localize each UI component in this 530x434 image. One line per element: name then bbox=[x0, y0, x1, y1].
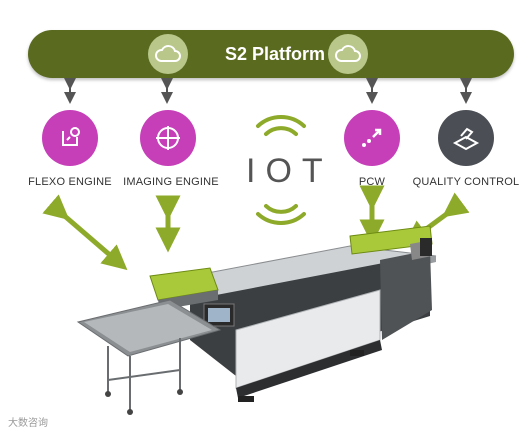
flexo-engine-icon bbox=[42, 110, 98, 166]
imaging-engine-icon bbox=[140, 110, 196, 166]
watermark-text: 大数咨询 bbox=[8, 418, 48, 429]
cloud-icon bbox=[328, 34, 368, 74]
s2-platform-bar bbox=[28, 30, 514, 78]
platform-title: S2 Platform bbox=[224, 44, 326, 64]
iot-label: IOT bbox=[246, 152, 333, 190]
quality-control-icon bbox=[438, 110, 494, 166]
cloud-icon bbox=[148, 34, 188, 74]
pcw-icon bbox=[344, 110, 400, 166]
imaging-engine-label: IMAGING ENGINE bbox=[123, 176, 219, 188]
quality-control-label: QUALITY CONTROL bbox=[412, 176, 520, 188]
pcw-label: PCW bbox=[358, 176, 386, 188]
flexo-engine-label: FLEXO ENGINE bbox=[28, 176, 112, 188]
double-arrow-icon bbox=[42, 194, 128, 271]
iot-wireless-icon bbox=[256, 115, 306, 225]
